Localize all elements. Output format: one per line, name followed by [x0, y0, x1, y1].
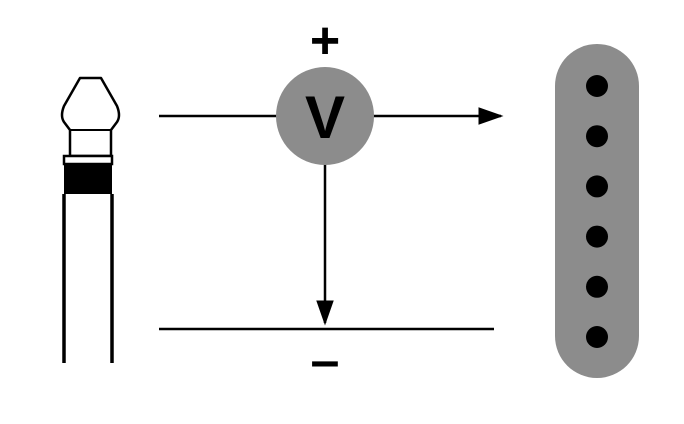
- pickup-pole-4: [586, 225, 608, 248]
- guitar-pickup-icon: [555, 44, 639, 378]
- voltage-source-circle: [276, 67, 374, 165]
- pickup-body: [555, 44, 639, 378]
- plus-label: +: [310, 12, 340, 70]
- voltage-source-icon: V: [276, 67, 374, 165]
- pickup-pole-5: [586, 275, 608, 298]
- jack-tip: [60, 76, 121, 158]
- pickup-pole-6: [586, 326, 608, 348]
- audio-jack-plug-icon: [60, 76, 121, 363]
- voltage-label: V: [305, 84, 345, 151]
- jack-ring-band: [64, 164, 112, 194]
- minus-label: –: [311, 332, 340, 390]
- pickup-pole-1: [586, 75, 608, 97]
- jack-insulator-ring: [62, 154, 114, 166]
- pickup-pole-3: [586, 175, 608, 198]
- pickup-pole-2: [586, 125, 608, 148]
